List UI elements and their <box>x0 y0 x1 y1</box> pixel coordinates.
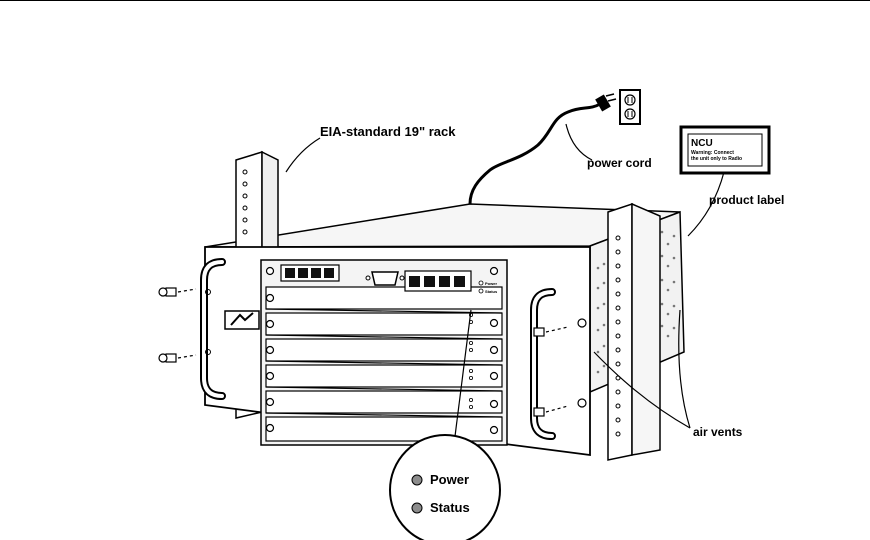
power-cord <box>470 104 600 204</box>
rack-label: EIA-standard 19" rack <box>320 124 456 139</box>
callout-power-text: Power <box>430 472 469 487</box>
ethernet-ports-right <box>405 271 471 291</box>
air-vents-label: air vents <box>693 425 743 439</box>
front-status-text: Status <box>485 289 498 294</box>
product-label-line2: the unit only to Radio <box>691 156 742 162</box>
status-led <box>412 503 422 513</box>
logo-badge <box>225 311 259 329</box>
callout-status-text: Status <box>430 500 470 515</box>
power-cord-label: power cord <box>587 156 652 170</box>
ethernet-ports-left <box>281 265 339 281</box>
power-outlet-icon <box>620 90 640 124</box>
right-rack-rail <box>608 204 660 460</box>
front-power-text: Power <box>485 281 497 286</box>
product-label-label: product label <box>709 193 784 207</box>
power-plug-icon <box>595 94 616 112</box>
led-callout: Power Status <box>390 435 500 540</box>
left-mounting-screws <box>159 288 196 362</box>
product-label-card: NCU Warning: Connect the unit only to Ra… <box>681 127 769 173</box>
product-label-title: NCU <box>691 138 713 149</box>
power-led <box>412 475 422 485</box>
